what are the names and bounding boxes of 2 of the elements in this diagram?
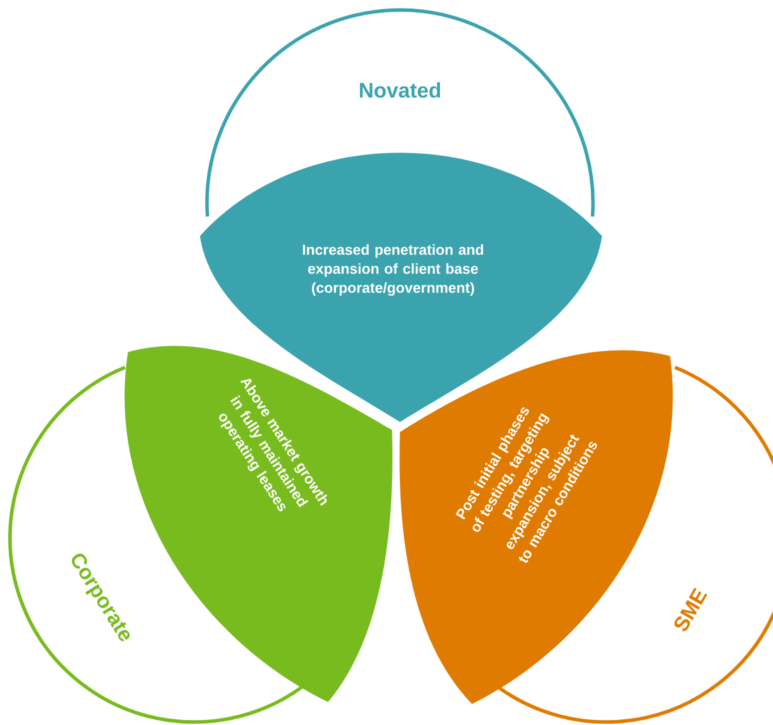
circle-outline (206, 8, 595, 217)
circle-heading: Novated (360, 82, 440, 98)
